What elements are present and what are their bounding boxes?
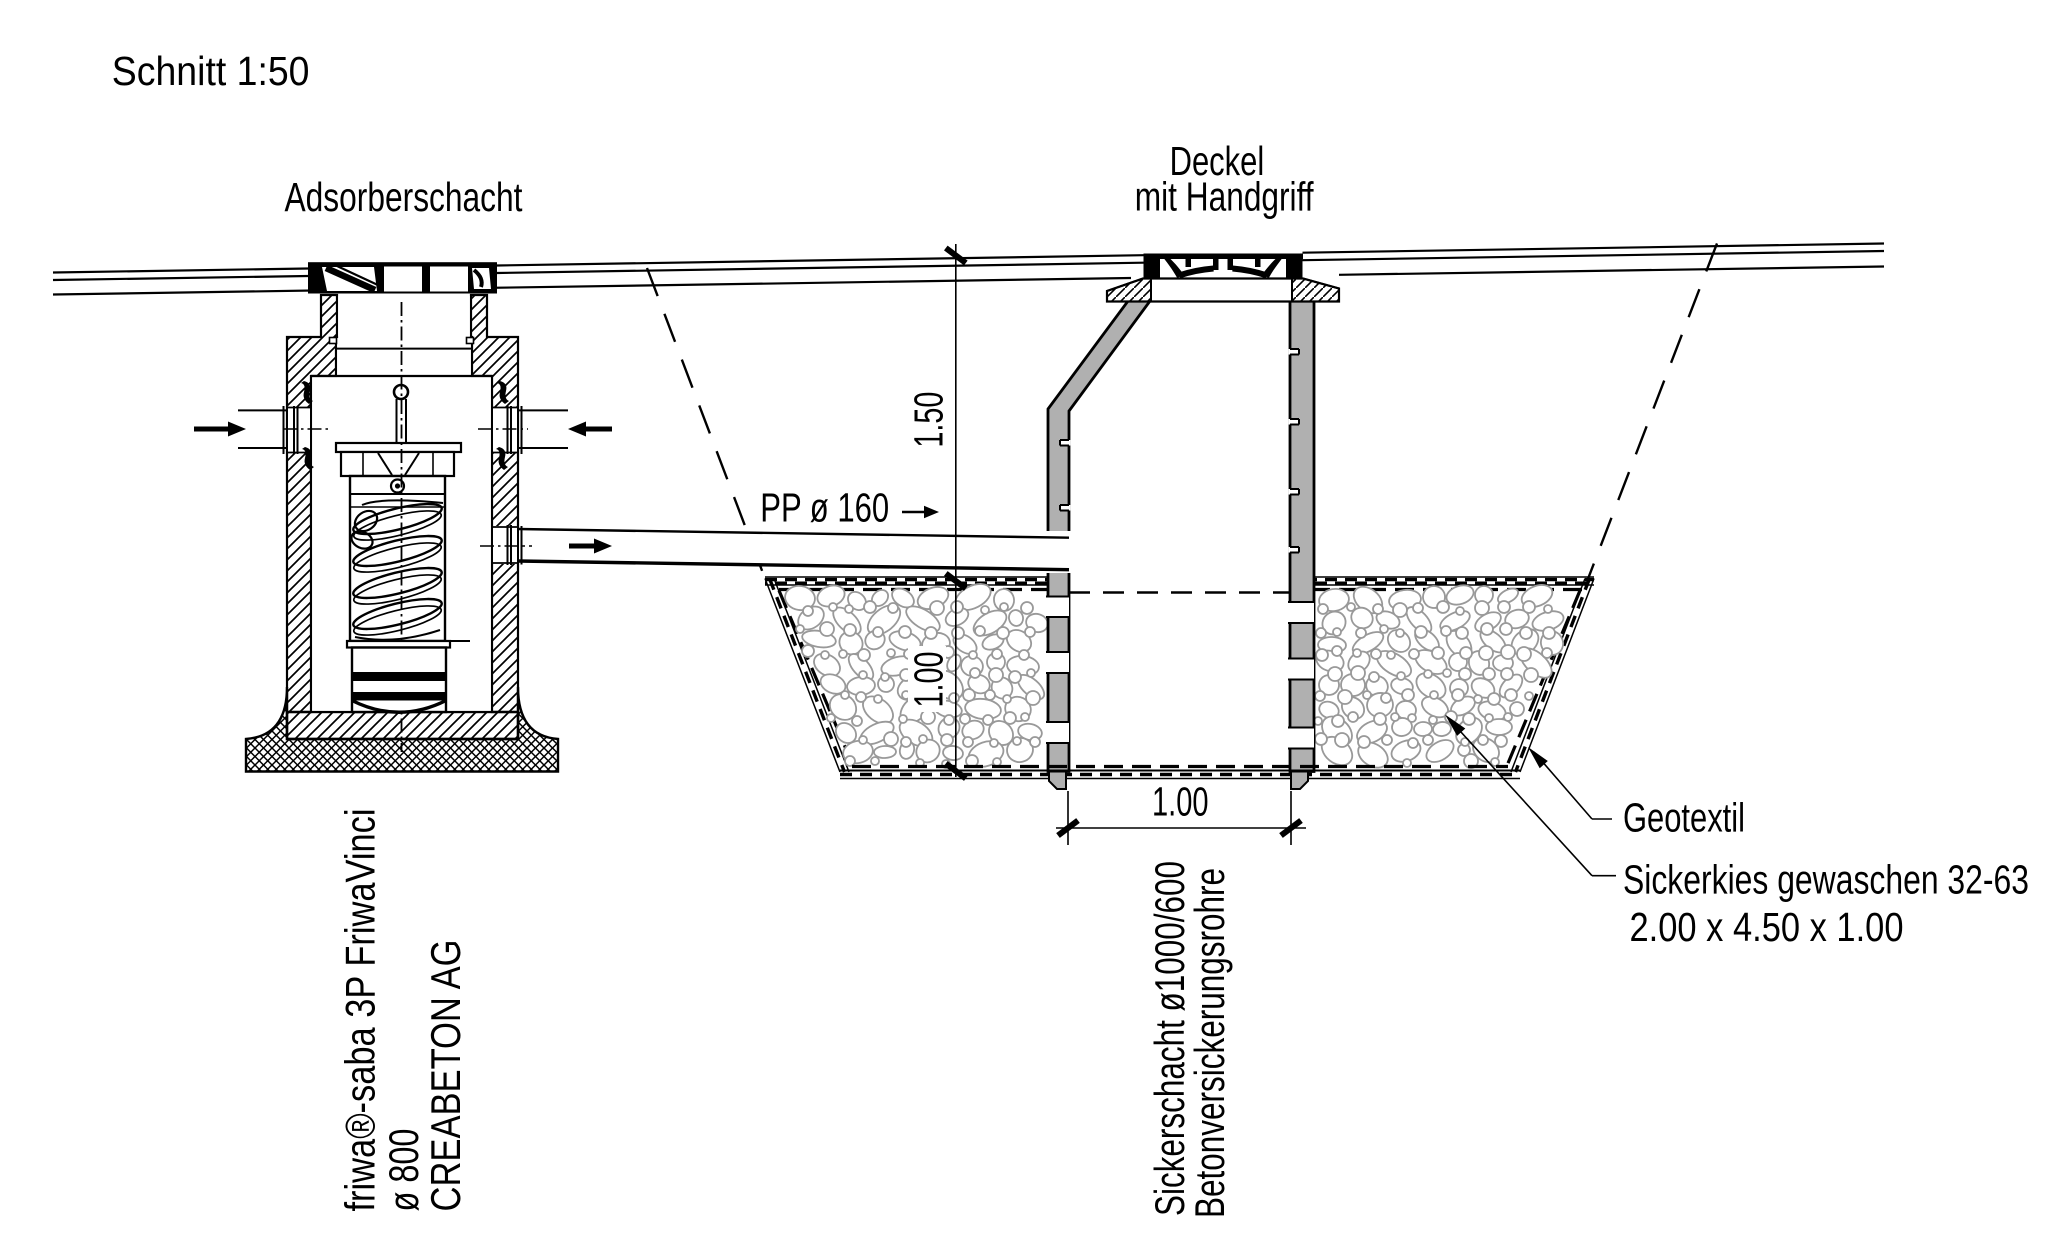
svg-text:mit Handgriff: mit Handgriff <box>1135 174 1314 220</box>
svg-text:CREABETON AG: CREABETON AG <box>422 940 469 1212</box>
svg-text:1.00: 1.00 <box>906 652 952 708</box>
svg-text:PP ø 160: PP ø 160 <box>760 485 889 531</box>
svg-text:Schnitt 1:50: Schnitt 1:50 <box>112 48 310 94</box>
svg-text:Sickerkies gewaschen 32-63: Sickerkies gewaschen 32-63 <box>1623 857 2029 903</box>
svg-text:friwa®-saba 3P FriwaVinci: friwa®-saba 3P FriwaVinci <box>337 809 384 1212</box>
svg-text:1.00: 1.00 <box>1152 779 1209 825</box>
svg-text:Adsorberschacht: Adsorberschacht <box>285 174 523 220</box>
svg-text:2.00 x 4.50 x 1.00: 2.00 x 4.50 x 1.00 <box>1630 904 1904 950</box>
svg-text:1.50: 1.50 <box>906 392 952 448</box>
svg-text:Sickerschacht ø1000/600: Sickerschacht ø1000/600 <box>1146 861 1193 1216</box>
svg-text:Betonversickerungsrohre: Betonversickerungsrohre <box>1186 868 1233 1218</box>
svg-text:ø 800: ø 800 <box>380 1129 427 1212</box>
svg-text:Deckel: Deckel <box>1170 138 1265 184</box>
svg-text:Geotextil: Geotextil <box>1623 795 1745 841</box>
